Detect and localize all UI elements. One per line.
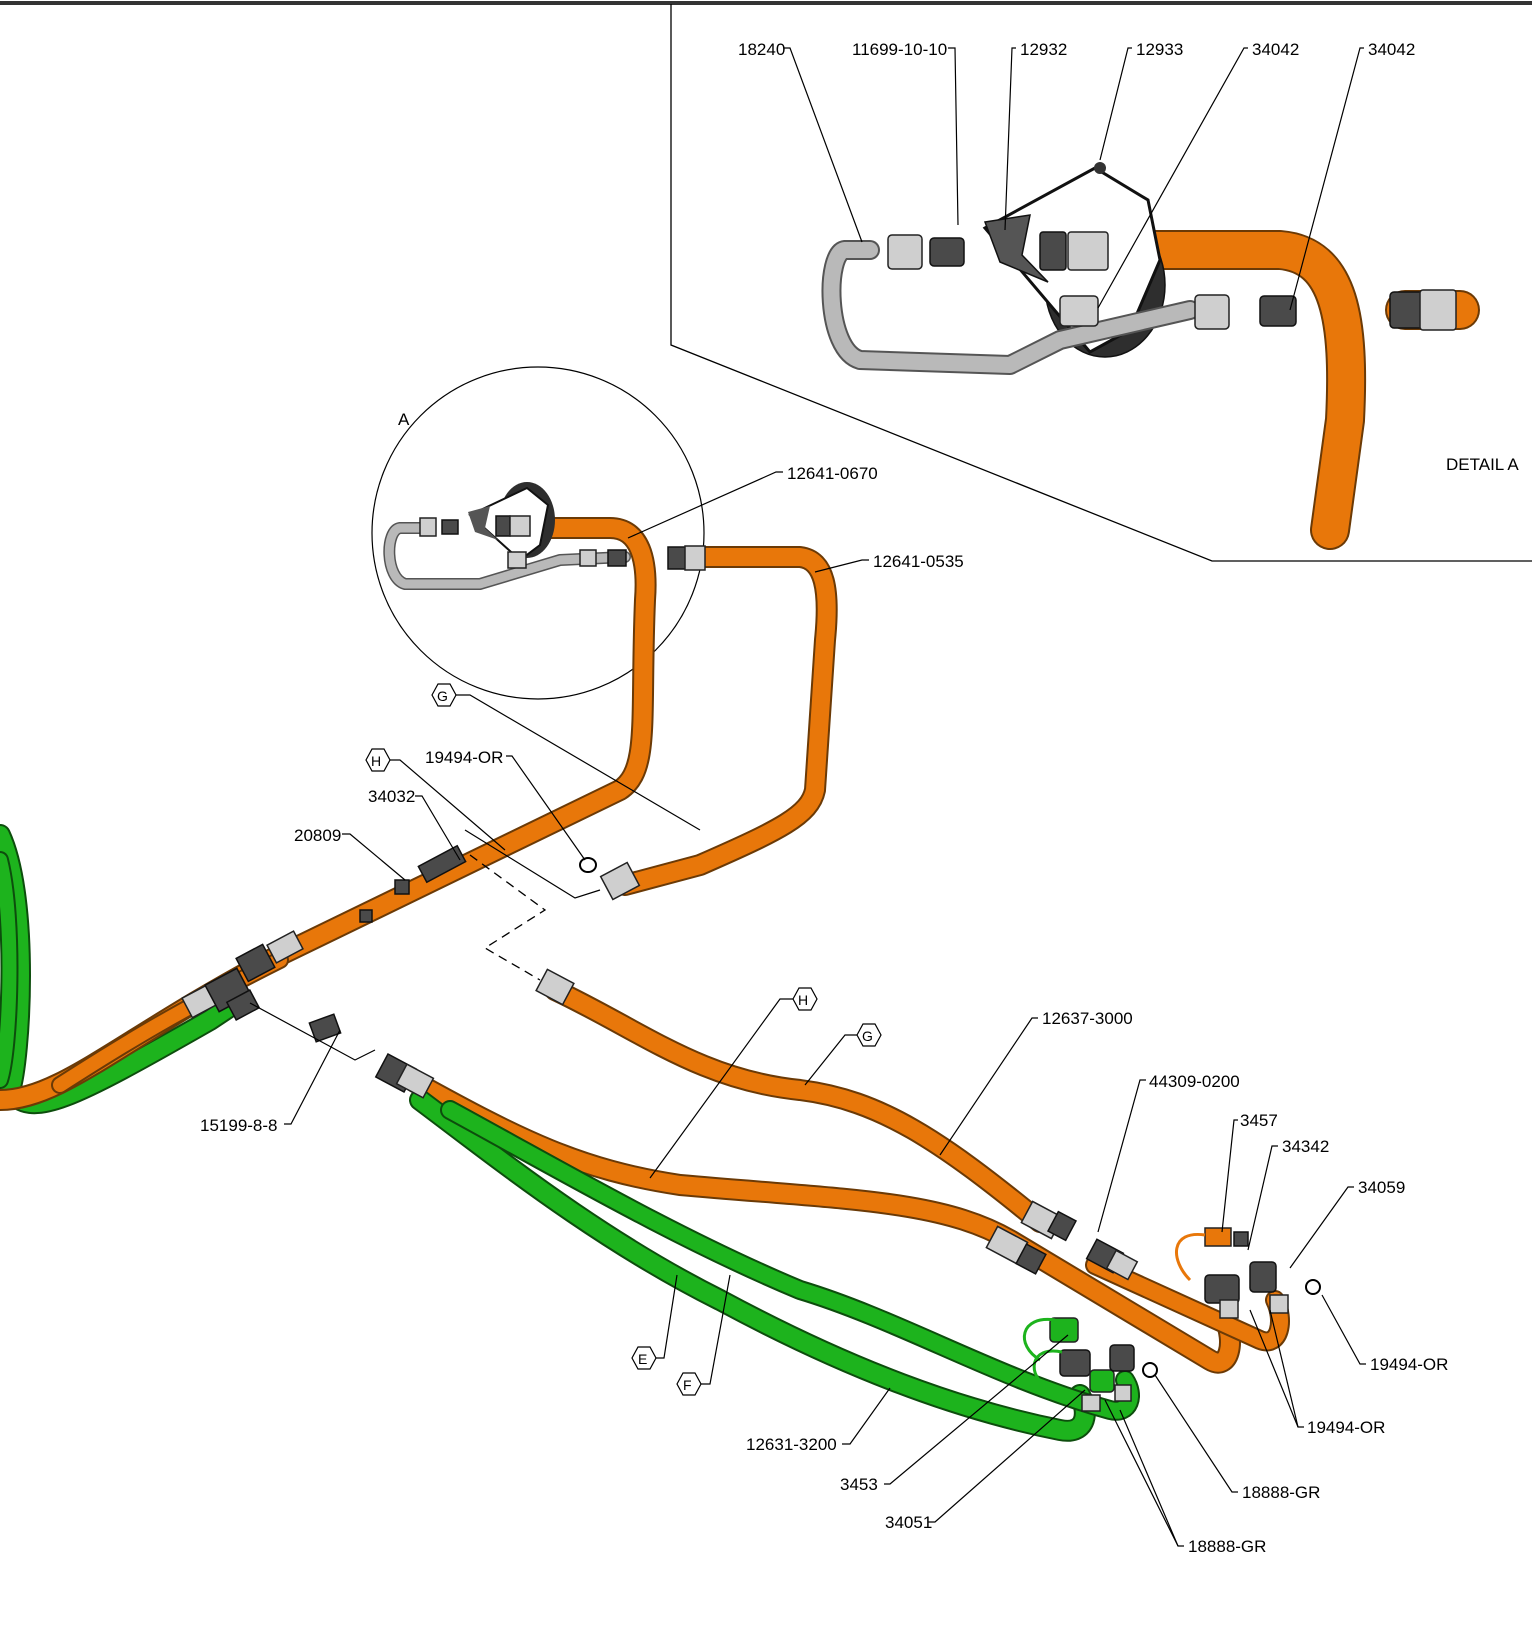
orange-hose-12637-3000 (544, 979, 1051, 1233)
label-20809: 20809 (294, 826, 341, 845)
main-run-fittings (181, 844, 641, 1043)
detail-label-11699-10-10: 11699-10-10 (852, 40, 947, 59)
detail-a-frame (670, 4, 1532, 562)
label-34032: 34032 (368, 787, 415, 806)
detail-caption: DETAIL A (1446, 455, 1519, 474)
orange-hose-12641-0535 (614, 546, 838, 896)
label-18888-gr-2: 18888-GR (1188, 1537, 1266, 1556)
label-19494-or-right-2: 19494-OR (1307, 1418, 1385, 1437)
detail-marker-a: A (398, 410, 410, 429)
label-12641-0670: 12641-0670 (787, 464, 878, 483)
grey-tube-small (383, 482, 706, 590)
label-18888-gr-1: 18888-GR (1242, 1483, 1320, 1502)
label-34059: 34059 (1358, 1178, 1405, 1197)
green-hose-left-bundle (0, 824, 251, 1115)
label-19494-or-upper: 19494-OR (425, 748, 503, 767)
hex-tag-g-upper: G (431, 683, 701, 831)
hex-tag-g-lower: G (804, 1023, 882, 1086)
right-couplers (985, 1200, 1321, 1412)
label-44309-0200: 44309-0200 (1149, 1072, 1240, 1091)
svg-text:E: E (638, 1351, 647, 1367)
svg-text:G: G (437, 688, 448, 704)
detail-label-18240: 18240 (738, 40, 785, 59)
detail-label-12932: 12932 (1020, 40, 1067, 59)
detail-label-34042-b: 34042 (1368, 40, 1415, 59)
detail-circle (371, 366, 705, 700)
label-3457: 3457 (1240, 1111, 1278, 1130)
detail-a-assembly (821, 162, 1480, 550)
svg-text:H: H (798, 992, 808, 1008)
detail-leaders (784, 47, 1364, 311)
hex-tag-e: E (631, 1274, 678, 1370)
label-3453: 3453 (840, 1475, 878, 1494)
label-12631-3200: 12631-3200 (746, 1435, 837, 1454)
orange-hose-main-run (0, 517, 657, 1111)
svg-text:H: H (371, 753, 381, 769)
label-15199-8-8: 15199-8-8 (200, 1116, 278, 1135)
label-12641-0535: 12641-0535 (873, 552, 964, 571)
green-hose-12631-3200 (409, 1089, 1140, 1442)
label-34342: 34342 (1282, 1137, 1329, 1156)
detail-label-12933: 12933 (1136, 40, 1183, 59)
detail-label-34042-a: 34042 (1252, 40, 1299, 59)
label-34051: 34051 (885, 1513, 932, 1532)
hex-tag-h-upper: H (365, 748, 506, 851)
svg-text:G: G (862, 1028, 873, 1044)
dashed-connections (249, 829, 601, 1061)
main-leaders (284, 471, 1366, 1547)
hex-tag-h-lower: H (649, 987, 818, 1179)
hex-tag-f: F (676, 1274, 731, 1396)
orange-hose-lower-long (404, 1071, 1290, 1374)
lower-end-fittings (374, 968, 575, 1099)
svg-text:F: F (683, 1377, 692, 1393)
label-12637-3000: 12637-3000 (1042, 1009, 1133, 1028)
label-19494-or-right-1: 19494-OR (1370, 1355, 1448, 1374)
